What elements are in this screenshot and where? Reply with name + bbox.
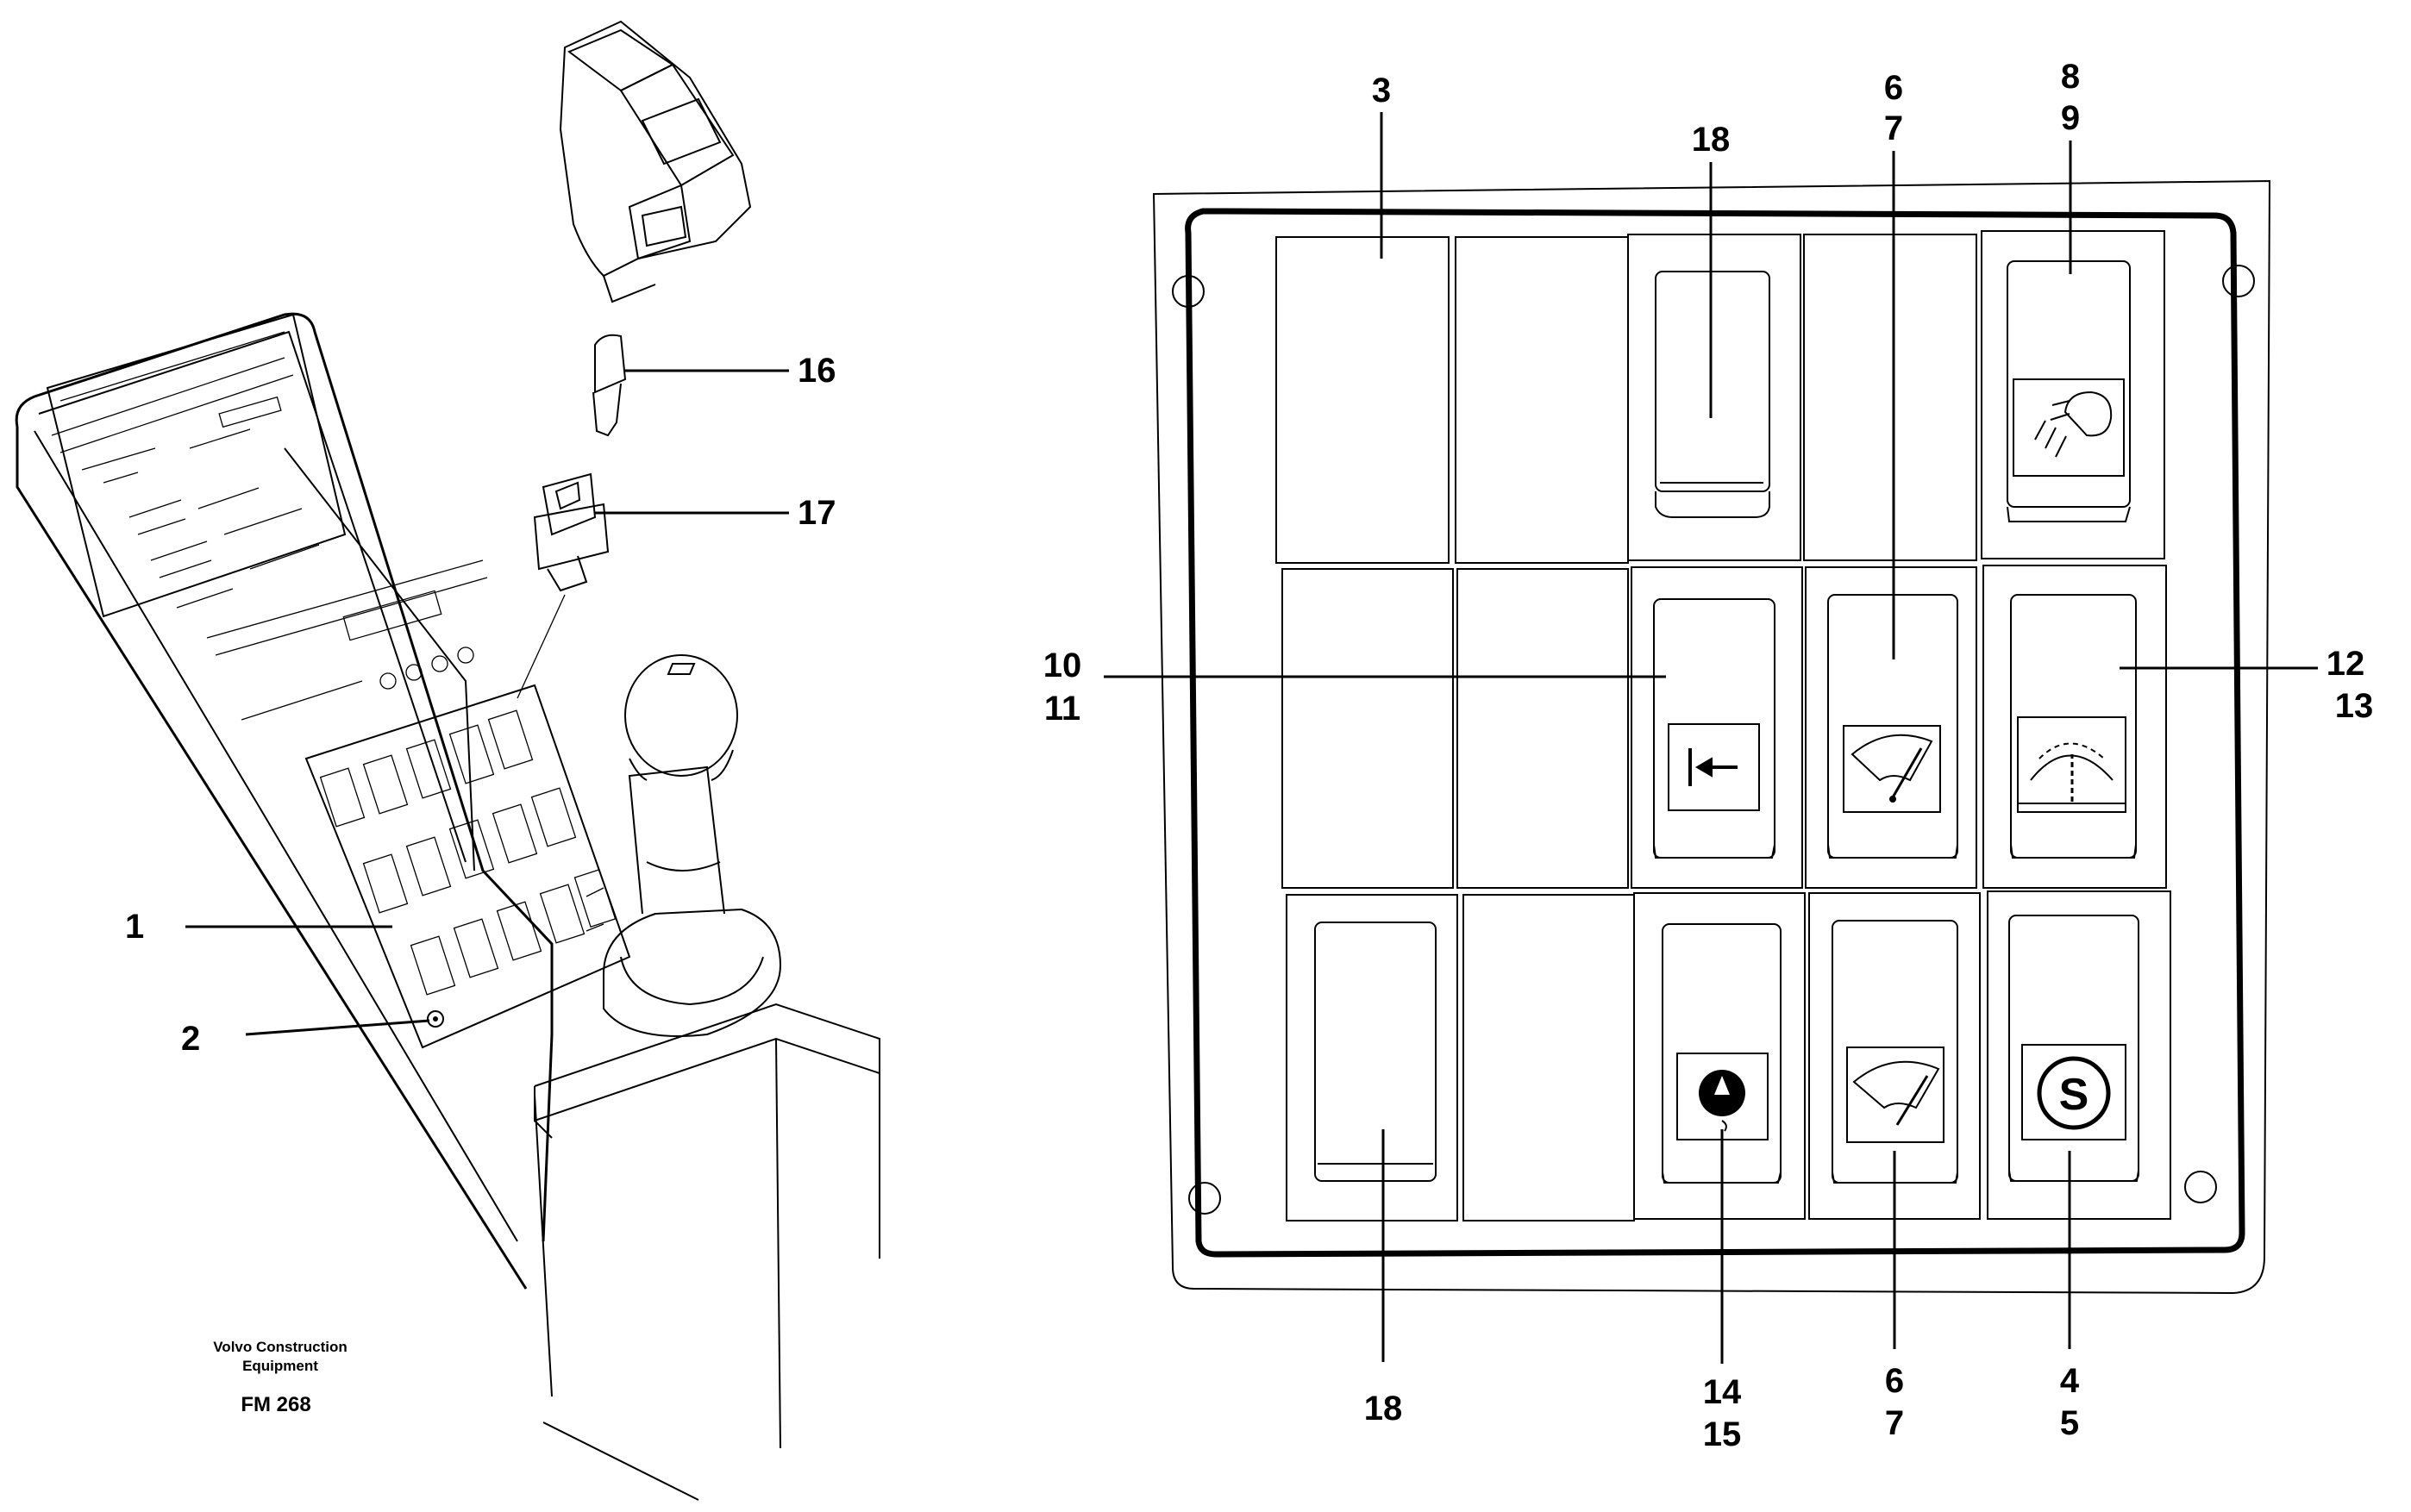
- callout-6-top: 6: [1884, 69, 1903, 107]
- caption: Volvo Construction Equipment FM 268: [213, 1339, 348, 1416]
- callout-10: 10: [1043, 647, 1082, 684]
- callout-15: 15: [1703, 1415, 1742, 1453]
- callout-9: 9: [2061, 99, 2080, 137]
- callout-8: 8: [2061, 58, 2080, 96]
- svg-text:S: S: [2059, 1070, 2089, 1120]
- callout-18-top: 18: [1692, 121, 1731, 159]
- callout-6-bottom: 6: [1885, 1362, 1904, 1400]
- callout-3: 3: [1372, 72, 1391, 109]
- arrow-to-stop-icon: [1688, 748, 1738, 786]
- caption-company-line2: Equipment: [242, 1358, 318, 1374]
- wiper-washer-icon: [1852, 1060, 1940, 1126]
- console-illustration: [15, 20, 880, 1501]
- callout-4: 4: [2060, 1362, 2080, 1400]
- work-light-icon: [2034, 390, 2113, 458]
- callout-2: 2: [181, 1020, 200, 1058]
- washer-icon: [1699, 1070, 1745, 1132]
- left-callouts: 16 17 1 2: [125, 352, 836, 1058]
- right-callouts: 3 18 6 7 8 9 10 11 12 13 18 14 15 6 7 4 …: [1043, 58, 2374, 1453]
- caption-code: FM 268: [241, 1393, 310, 1416]
- callout-7-bottom: 7: [1885, 1404, 1904, 1442]
- wiper-rear-icon: [2018, 742, 2126, 804]
- callout-12: 12: [2326, 645, 2365, 683]
- callout-7-top: 7: [1884, 109, 1903, 147]
- callout-5: 5: [2060, 1404, 2079, 1442]
- parking-brake-s-icon: S: [2037, 1056, 2111, 1130]
- callout-18-bottom: 18: [1364, 1390, 1403, 1428]
- callout-13: 13: [2335, 687, 2374, 725]
- callout-11: 11: [1044, 690, 1080, 728]
- caption-company: Volvo Construction: [213, 1339, 348, 1355]
- callout-1: 1: [125, 908, 144, 946]
- wiper-front-icon: [1851, 734, 1933, 803]
- callout-16: 16: [798, 352, 836, 390]
- callout-17: 17: [798, 494, 836, 532]
- switch-panel: S: [1152, 179, 2271, 1295]
- callout-14: 14: [1703, 1373, 1742, 1411]
